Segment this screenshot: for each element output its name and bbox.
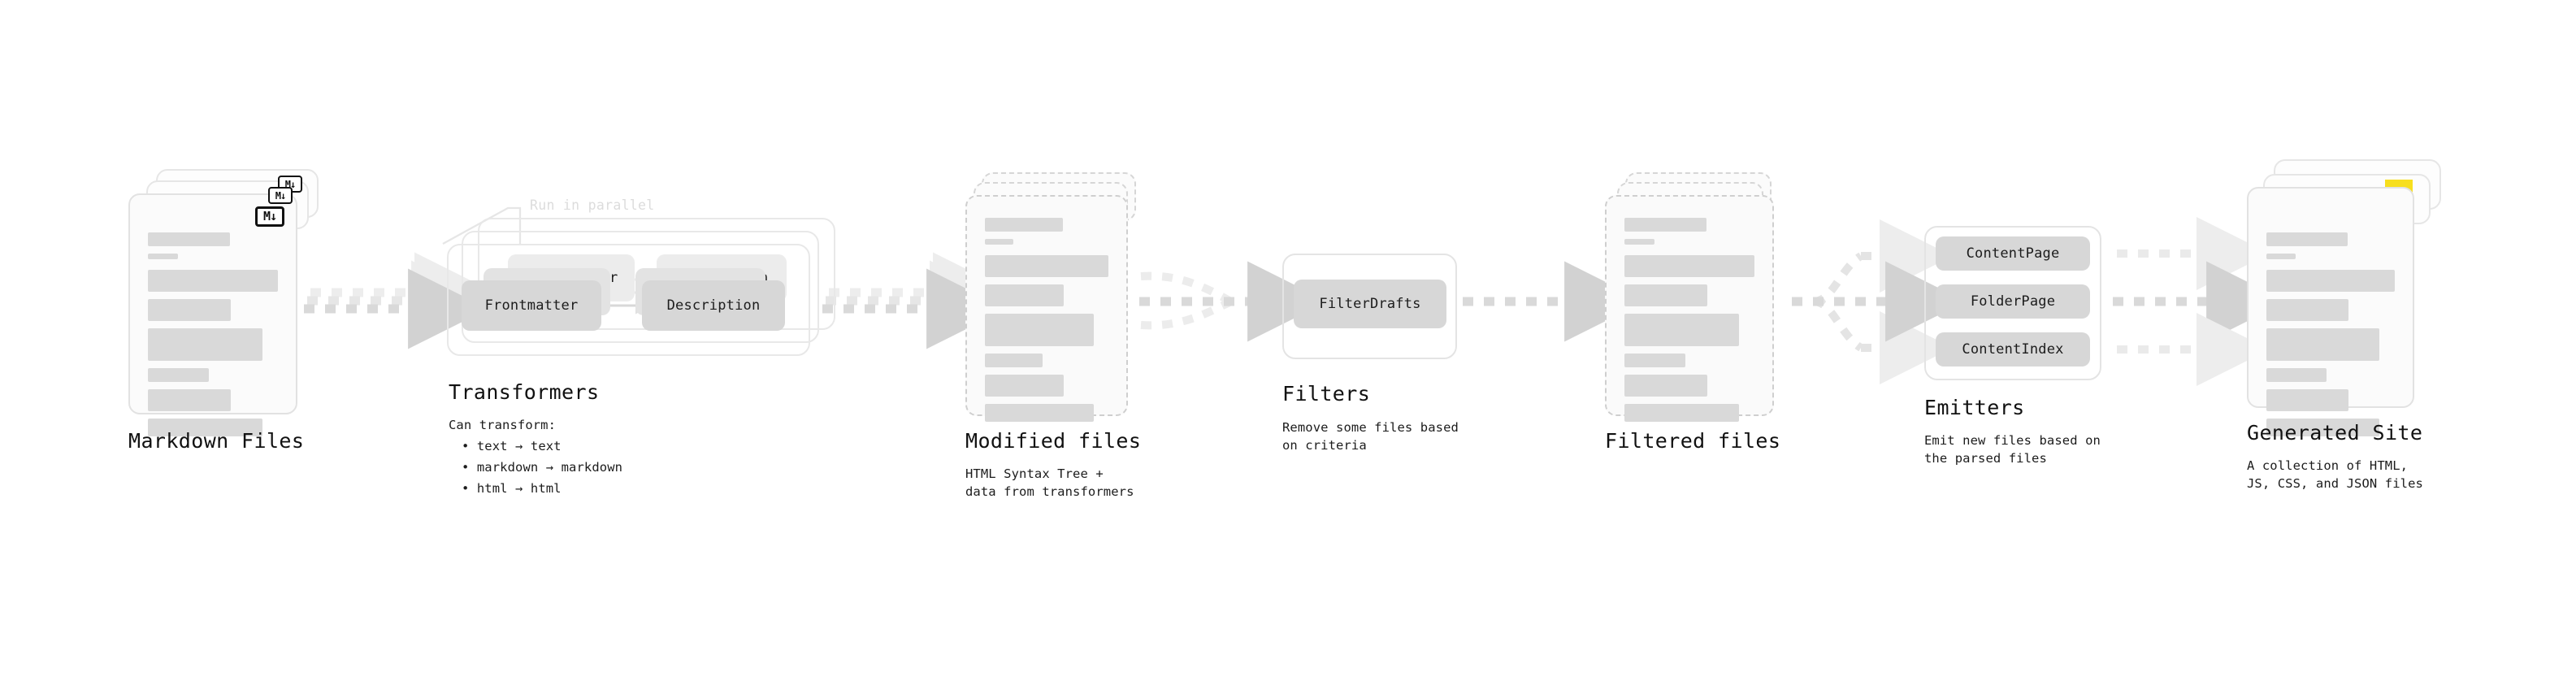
filters-group xyxy=(1282,254,1457,359)
heading-filtered-files: Filtered files xyxy=(1605,429,1781,453)
modified-files-subtext: HTML Syntax Tree + data from transformer… xyxy=(965,466,1134,500)
filtered-card xyxy=(1605,195,1774,422)
connector-filtered-to-emitters xyxy=(1792,219,1967,384)
heading-emitters: Emitters xyxy=(1924,396,2025,419)
skeleton-bar xyxy=(2266,328,2380,361)
heading-markdown-files: Markdown Files xyxy=(128,429,305,453)
transformer-group xyxy=(447,244,810,356)
generated-site-subtext: A collection of HTML, JS, CSS, and JSON … xyxy=(2247,458,2423,492)
skeleton-bar xyxy=(1624,255,1754,277)
skeleton-bar xyxy=(148,254,178,259)
skeleton-bar xyxy=(1624,218,1706,232)
run-in-parallel-label: Run in parallel xyxy=(530,197,655,213)
skeleton-bar xyxy=(148,328,262,361)
skeleton-bar xyxy=(1624,284,1708,306)
pill-contentindex[interactable]: ContentIndex xyxy=(1936,332,2090,367)
connector-transformers-to-modified xyxy=(822,252,1014,349)
emitters-group xyxy=(1924,226,2101,380)
skeleton-bar xyxy=(1624,354,1686,367)
skeleton-bar xyxy=(2266,270,2395,292)
modified-card xyxy=(965,195,1128,422)
skeleton-bar xyxy=(148,389,232,411)
skeleton-bar xyxy=(2266,299,2349,321)
pill-contentpage[interactable]: ContentPage xyxy=(1936,236,2090,271)
skeleton-bar xyxy=(148,299,232,321)
skeleton-bar xyxy=(985,218,1063,232)
pill-frontmatter[interactable]: Frontmatter xyxy=(462,280,601,331)
markdown-badge-ghost-1: M↓ xyxy=(268,187,293,204)
skeleton-bar xyxy=(985,255,1108,277)
skeleton-bar xyxy=(148,270,278,292)
heading-generated-site: Generated Site xyxy=(2247,421,2423,445)
markdown-badge-ghost-2: M↓ xyxy=(278,176,302,193)
emitters-subtext: Emit new files based on the parsed files xyxy=(1924,433,2101,466)
skeleton-bar xyxy=(2266,419,2380,436)
pill-folderpage[interactable]: FolderPage xyxy=(1936,284,2090,319)
markdown-badge: M↓ xyxy=(255,206,284,227)
skeleton-bar xyxy=(2266,254,2296,259)
heading-modified-files: Modified files xyxy=(965,429,1142,453)
skeleton-bar xyxy=(148,419,262,436)
skeleton-bar xyxy=(148,232,230,246)
skeleton-bar xyxy=(985,239,1013,245)
connector-markdown-to-transformers xyxy=(304,252,496,349)
site-card xyxy=(2247,187,2414,436)
connector-modified-to-filters xyxy=(1139,261,1329,342)
transformers-subtext: Can transform: xyxy=(449,418,557,432)
skeleton-bar xyxy=(985,354,1043,367)
heading-transformers: Transformers xyxy=(449,380,600,404)
skeleton-bar xyxy=(2266,389,2349,411)
skeleton-bar xyxy=(985,284,1065,306)
filters-subtext: Remove some files based on criteria xyxy=(1282,420,1459,453)
skeleton-bar xyxy=(1624,314,1739,346)
skeleton-bar xyxy=(985,404,1094,422)
skeleton-bar xyxy=(1624,239,1654,245)
heading-filters: Filters xyxy=(1282,382,1371,406)
skeleton-bar xyxy=(148,368,210,382)
pill-filterdrafts[interactable]: FilterDrafts xyxy=(1294,280,1446,328)
skeleton-bar xyxy=(1624,404,1739,422)
markdown-card: M↓ xyxy=(128,193,297,436)
transformers-bullet-2: • html → html xyxy=(462,481,562,496)
skeleton-bar xyxy=(2266,368,2327,382)
skeleton-bar xyxy=(2266,232,2348,246)
transformers-bullet-1: • markdown → markdown xyxy=(462,460,623,475)
skeleton-bar xyxy=(985,375,1065,397)
skeleton-bar xyxy=(985,314,1094,346)
skeleton-bar xyxy=(1624,375,1708,397)
connector-emitters-to-site xyxy=(2113,217,2288,386)
pill-description[interactable]: Description xyxy=(642,280,785,331)
transformers-bullet-0: • text → text xyxy=(462,439,562,453)
